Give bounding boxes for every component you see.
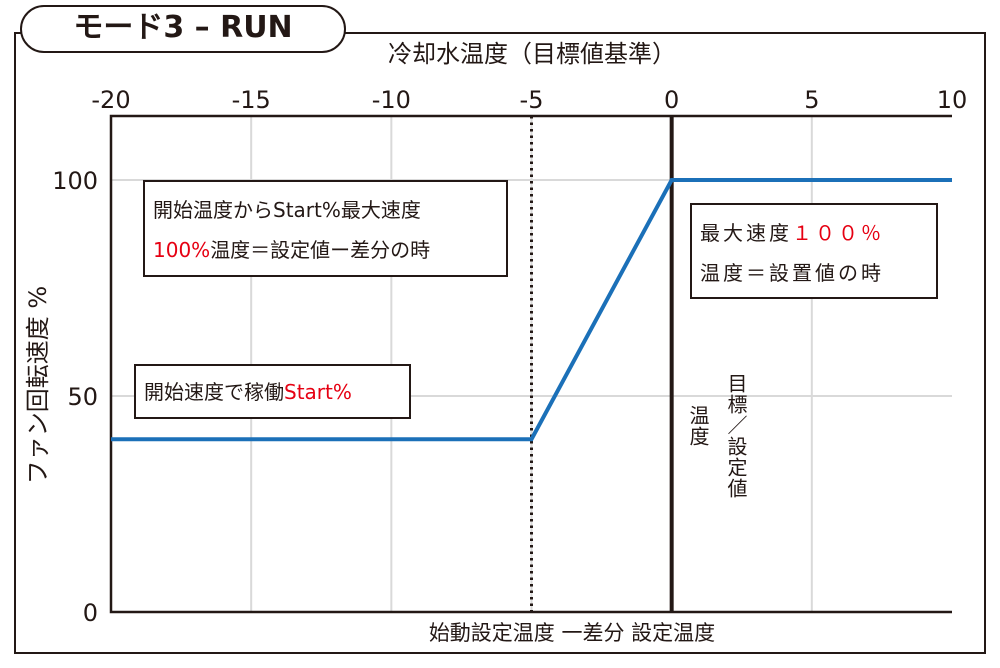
x-tick-label: 10 (937, 86, 968, 114)
annotation-start-to-max: 開始温度からStart%最大速度 100%温度＝設定値ー差分の時 (143, 180, 508, 277)
annotation-red-text: Start% (284, 380, 352, 404)
annotation-text: 開始速度で稼働 (144, 380, 284, 404)
annotation-max-speed: 最大速度１００％ 温度＝設置値の時 (690, 203, 938, 299)
x-tick-label: 0 (664, 86, 679, 114)
annotation-text: 温度＝設定値ー差分の時 (210, 238, 431, 262)
annotation-start-speed: 開始速度で稼働Start% (134, 364, 411, 419)
x-tick-label: -10 (372, 86, 411, 114)
annotation-text: 最大速度 (700, 221, 792, 245)
x-axis-label: 始動設定温度 一差分 設定温度 (429, 621, 715, 645)
annotation-line: 最大速度１００％ (700, 213, 928, 253)
x-tick-label: -20 (91, 86, 130, 114)
annotation-red-text: 100% (153, 238, 211, 262)
series-line-fan-speed (111, 178, 952, 442)
y-tick-label: 100 (52, 167, 98, 195)
target-label-col1: 目標／設定値 (724, 373, 748, 499)
y-tick-label: 0 (83, 599, 98, 627)
target-label-col2: 温度 (686, 405, 710, 447)
annotation-line: 100%温度＝設定値ー差分の時 (153, 230, 498, 270)
annotation-line: 温度＝設置値の時 (700, 261, 884, 285)
annotation-line: 開始温度からStart%最大速度 (153, 198, 421, 222)
plot-border (109, 114, 952, 614)
x-axis-top-label: 冷却水温度（目標値基準） (388, 40, 676, 68)
x-tick-label: 5 (804, 86, 819, 114)
y-axis-label: ファン回転速度 % (24, 286, 52, 484)
x-tick-label: -15 (232, 86, 271, 114)
x-tick-label: -5 (520, 86, 544, 114)
mode-title: モード3 – RUN (20, 5, 346, 53)
annotation-red-text: １００％ (792, 221, 884, 245)
chart-frame (14, 32, 986, 654)
y-tick-label: 50 (67, 383, 98, 411)
